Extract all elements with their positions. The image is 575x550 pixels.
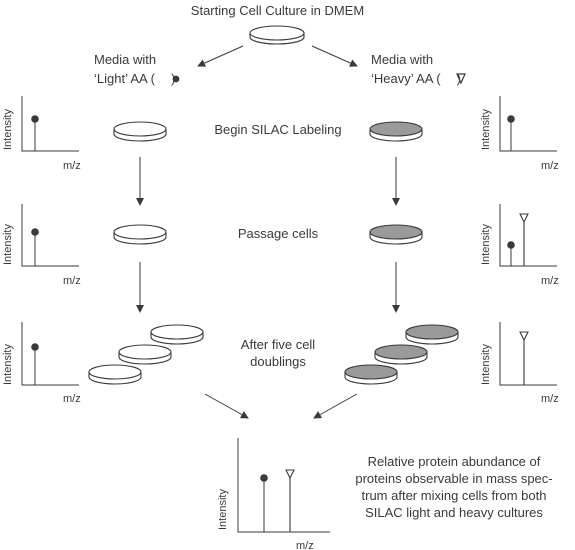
heavy-dish-stack — [344, 324, 459, 385]
heavy-media-line1: Media with — [371, 52, 434, 67]
x-axis-label: m/z — [63, 275, 81, 287]
heavy-dish-labeling — [369, 121, 423, 142]
light-media-line1: Media with — [94, 52, 157, 67]
spectrum-axes — [21, 96, 557, 533]
y-axis-label: Intensity — [480, 224, 492, 265]
light-peak-marker — [31, 115, 39, 123]
result-description: Relative protein abundance of proteins o… — [355, 454, 553, 520]
step-passage: Passage cells — [237, 226, 319, 241]
y-axis-labels: Intensity Intensity Intensity Intensity … — [2, 109, 492, 530]
heavy-peaks — [285, 213, 529, 532]
light-peaks — [31, 115, 515, 532]
heavy-peak-marker — [519, 331, 529, 342]
heavy-dish-passage — [369, 224, 423, 245]
light-peak-marker — [507, 241, 515, 249]
light-peak-marker — [507, 115, 515, 123]
heavy-peak-marker — [519, 213, 529, 224]
light-peak-marker — [31, 228, 39, 236]
light-dish-stack — [88, 324, 204, 385]
heavy-marker-icon — [456, 73, 466, 85]
x-axis-label: m/z — [63, 160, 81, 172]
x-axis-label: m/z — [541, 160, 559, 172]
y-axis-label: Intensity — [2, 344, 14, 385]
light-dish-passage — [113, 224, 167, 245]
x-axis-label: m/z — [296, 540, 314, 550]
x-axis-label: m/z — [63, 393, 81, 405]
x-axis-label: m/z — [541, 393, 559, 405]
heavy-media-close: ) — [456, 71, 461, 86]
light-media-line2: ‘Light’ AA () — [94, 71, 175, 87]
light-media-aa: ‘Light’ AA ( — [94, 71, 155, 86]
step-labeling: Begin SILAC Labeling — [214, 122, 342, 137]
arrow-to-heavy-media — [311, 45, 358, 67]
heavy-peak-marker — [285, 469, 295, 480]
y-axis-label: Intensity — [480, 344, 492, 385]
light-media-close: ) — [170, 71, 176, 86]
y-axis-label: Intensity — [2, 224, 14, 265]
starting-culture-dish — [249, 25, 305, 45]
x-axis-label: m/z — [541, 275, 559, 287]
heavy-media-aa: ‘Heavy’ AA ( — [371, 71, 441, 86]
y-axis-label: Intensity — [2, 109, 14, 150]
y-axis-label: Intensity — [480, 109, 492, 150]
arrow-heavy-merge — [313, 393, 358, 419]
x-axis-labels: m/z m/z m/z m/z m/z m/z m/z — [63, 160, 559, 550]
y-axis-label: Intensity — [217, 489, 229, 530]
light-peak-marker — [260, 474, 268, 482]
step-doublings: After five cell doublings — [240, 337, 316, 369]
arrow-to-light-media — [197, 45, 244, 67]
light-dish-labeling — [113, 121, 167, 142]
light-marker-icon — [172, 75, 180, 83]
arrow-light-merge — [204, 393, 249, 419]
heavy-media-line2: ‘Heavy’ AA () — [371, 71, 461, 87]
light-peak-marker — [31, 343, 39, 351]
diagram-title: Starting Cell Culture in DMEM — [190, 3, 365, 18]
